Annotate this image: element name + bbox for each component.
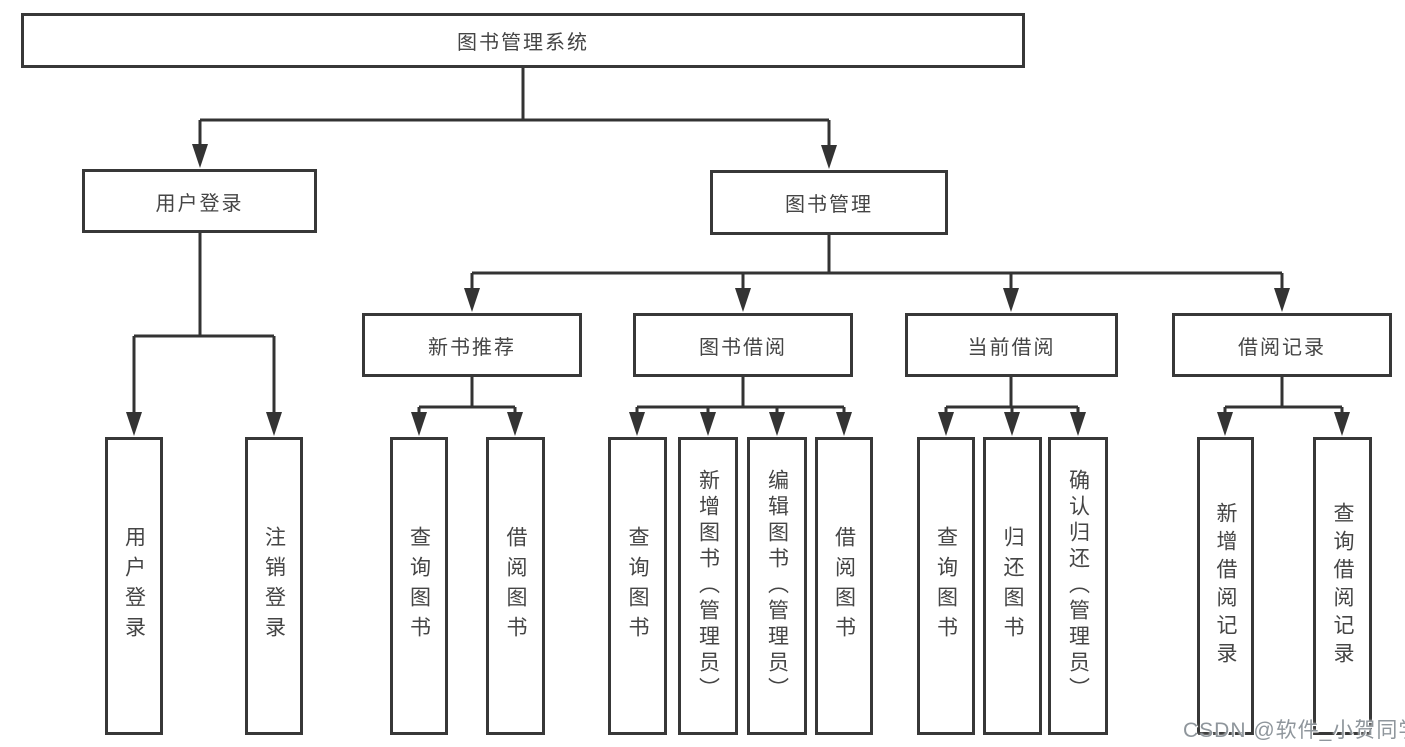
leaf-user-login: 用户登录 xyxy=(105,437,163,735)
node-book-management: 图书管理 xyxy=(710,170,948,235)
node-current-borrowing: 当前借阅 xyxy=(905,313,1118,377)
leaf-query-books-current-label: 查询图书 xyxy=(934,526,958,646)
leaf-borrow-books-recommend: 借阅图书 xyxy=(486,437,545,735)
leaf-query-borrow-record-label: 查询借阅记录 xyxy=(1331,502,1354,670)
leaf-borrow-books-label: 借阅图书 xyxy=(832,526,856,646)
leaf-query-books-recommend-label: 查询图书 xyxy=(407,526,431,646)
leaf-add-borrow-record: 新增借阅记录 xyxy=(1197,437,1254,735)
node-user-login: 用户登录 xyxy=(82,169,317,233)
leaf-add-book-admin-label: 新增图书（管理员） xyxy=(696,469,720,703)
leaf-query-books-borrow: 查询图书 xyxy=(608,437,667,735)
leaf-logout: 注销登录 xyxy=(245,437,303,735)
leaf-logout-label: 注销登录 xyxy=(262,526,286,646)
leaf-borrow-books: 借阅图书 xyxy=(815,437,873,735)
node-root-system: 图书管理系统 xyxy=(21,13,1025,68)
leaf-confirm-return-admin: 确认归还（管理员） xyxy=(1048,437,1108,735)
node-book-borrowing: 图书借阅 xyxy=(633,313,853,377)
leaf-edit-book-admin: 编辑图书（管理员） xyxy=(747,437,807,735)
leaf-return-book: 归还图书 xyxy=(983,437,1042,735)
leaf-add-borrow-record-label: 新增借阅记录 xyxy=(1214,502,1237,670)
leaf-confirm-return-admin-label: 确认归还（管理员） xyxy=(1066,469,1090,703)
leaf-return-book-label: 归还图书 xyxy=(1001,526,1024,646)
node-borrowing-records: 借阅记录 xyxy=(1172,313,1392,377)
leaf-add-book-admin: 新增图书（管理员） xyxy=(678,437,738,735)
leaf-query-books-current: 查询图书 xyxy=(917,437,975,735)
leaf-user-login-label: 用户登录 xyxy=(122,526,146,646)
leaf-query-books-recommend: 查询图书 xyxy=(390,437,448,735)
leaf-query-books-borrow-label: 查询图书 xyxy=(626,526,649,646)
csdn-watermark: CSDN @软件_小贺同学 xyxy=(1183,719,1405,742)
node-new-book-recommendation: 新书推荐 xyxy=(362,313,582,377)
leaf-borrow-books-recommend-label: 借阅图书 xyxy=(504,526,527,646)
leaf-query-borrow-record: 查询借阅记录 xyxy=(1313,437,1372,735)
leaf-edit-book-admin-label: 编辑图书（管理员） xyxy=(765,469,789,703)
